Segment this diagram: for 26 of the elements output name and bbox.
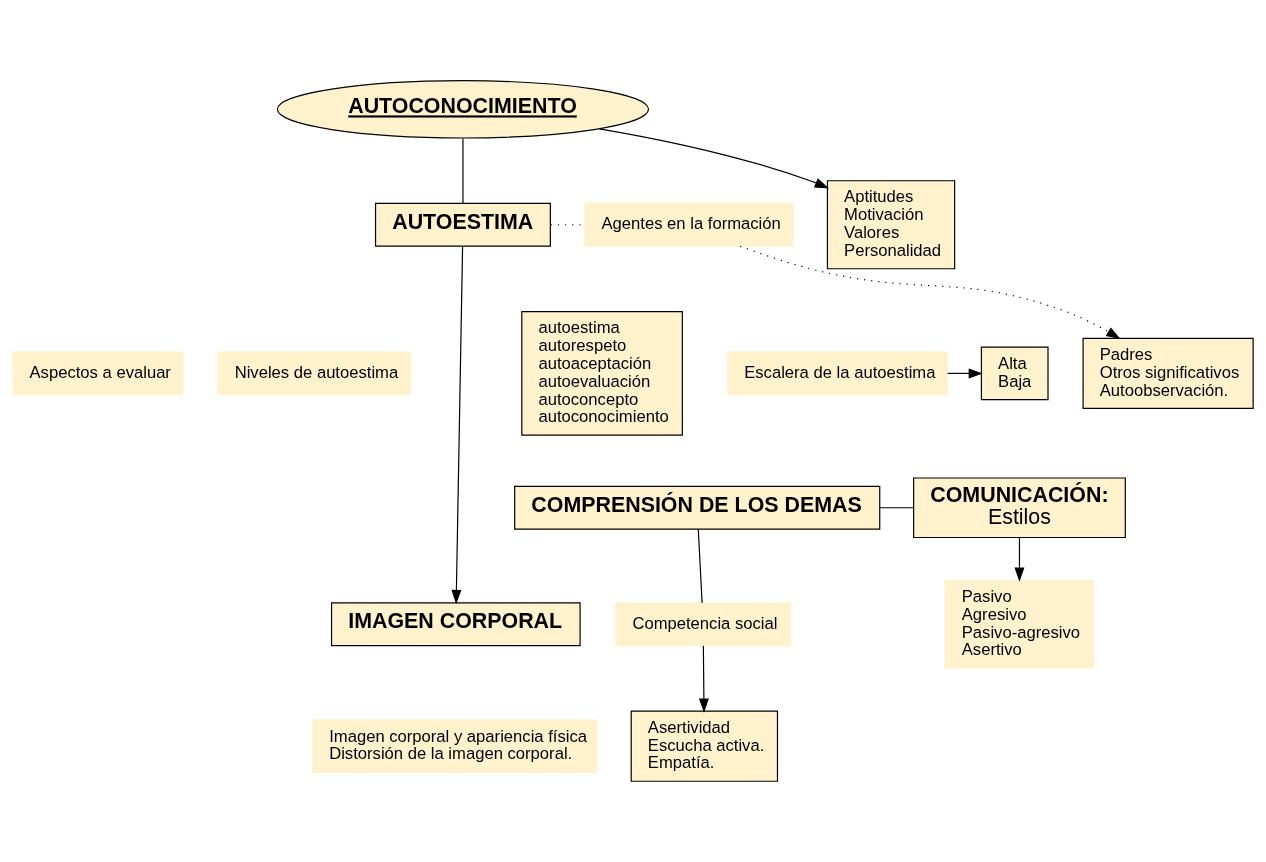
- node-box: IMAGEN CORPORAL: [330, 602, 581, 647]
- connector: [879, 507, 914, 509]
- node-box: Asertividad Escucha activa. Empatía.: [630, 710, 779, 782]
- node-box: Aspectos a evaluar: [12, 351, 184, 396]
- node-box: Niveles de autoestima: [217, 351, 412, 396]
- connector: [462, 137, 464, 204]
- connector: [697, 528, 703, 604]
- arrow: [598, 128, 829, 189]
- node-box: COMUNICACIÓN: Estilos: [913, 477, 1126, 539]
- arrow: [698, 645, 709, 713]
- arrow: [1014, 537, 1025, 582]
- node-box: COMPRENSIÓN DE LOS DEMAS: [514, 485, 881, 530]
- node-box: Competencia social: [615, 602, 792, 647]
- node-ellipse: AUTOCONOCIMIENTO: [276, 80, 650, 139]
- node-box: Imagen corporal y apariencia física Distorsión de la imagen corporal.: [311, 719, 598, 773]
- node-box: Pasivo Agresivo Pasivo-agresivo Asertivo: [944, 579, 1095, 669]
- node-box: AUTOESTIMA: [374, 202, 551, 247]
- node-box: autoestima autorespeto autoaceptación autoevaluación autoconcepto autoconocimiento: [521, 310, 683, 436]
- node-box: Aptitudes Motivación Valores Personalidad: [826, 180, 956, 270]
- arrow: [739, 245, 1121, 339]
- node-box: Alta Baja: [980, 346, 1049, 401]
- node-box: Agentes en la formación: [584, 202, 794, 247]
- node-box: Escalera de la autoestima: [726, 351, 949, 396]
- node-box: Padres Otros significativos Autoobservación.: [1082, 337, 1254, 410]
- arrow: [946, 368, 983, 379]
- arrow: [451, 245, 464, 605]
